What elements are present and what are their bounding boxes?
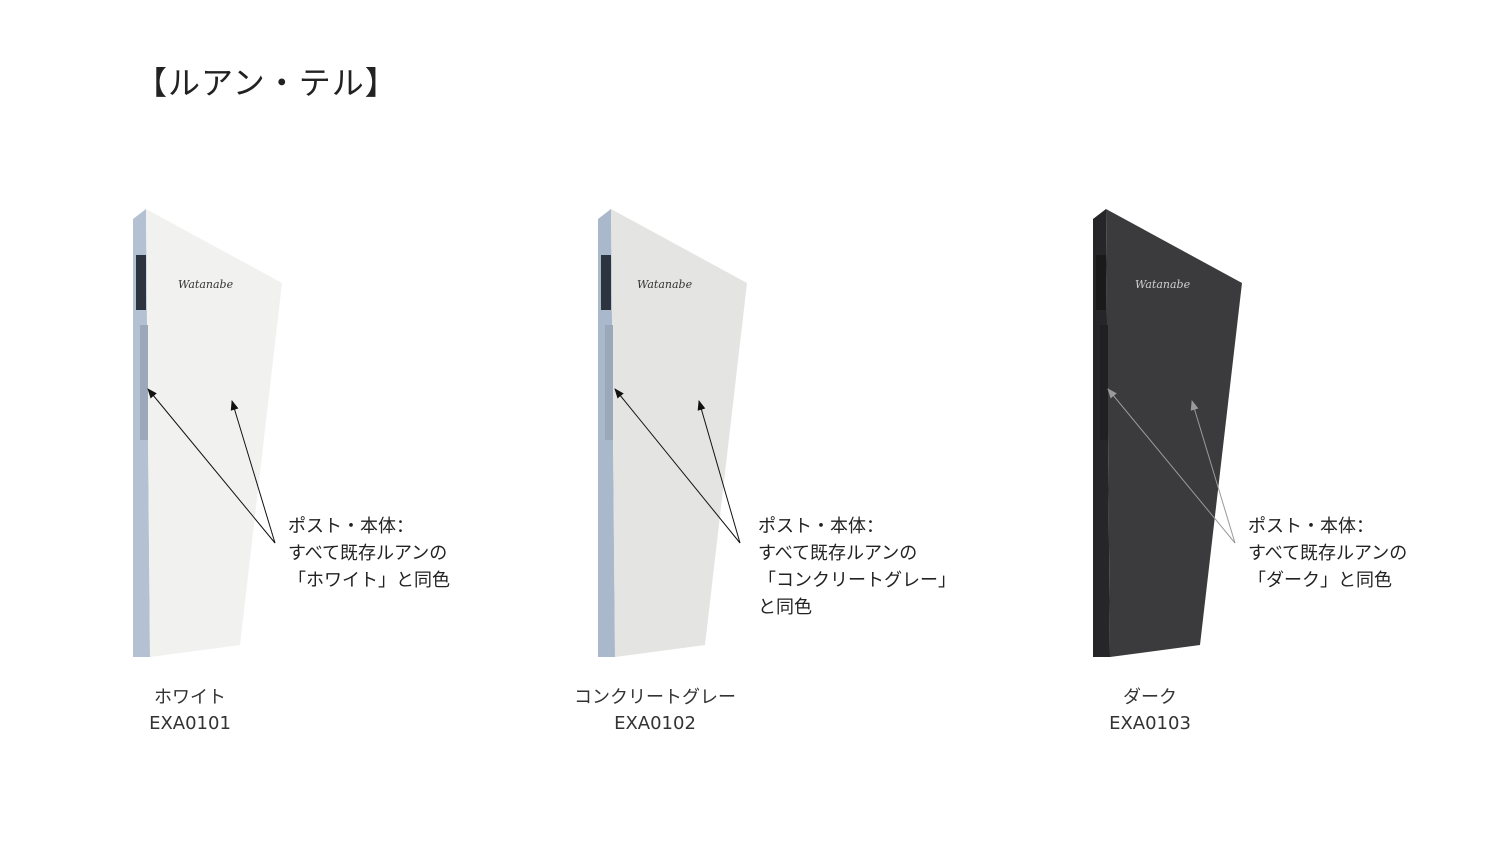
- mail-slot: [140, 325, 148, 440]
- nameplate-logo: Watanabe: [637, 278, 693, 291]
- pointer-arrow: [697, 400, 741, 544]
- color-note: ポスト・本体： すべて既存ルアンの 「ダーク」と同色: [1248, 516, 1408, 591]
- product-name: ダーク: [1123, 687, 1177, 708]
- post-face: [611, 209, 747, 657]
- post-illustration-white: Watanabe: [133, 209, 282, 657]
- intercom-slot: [136, 255, 146, 310]
- product-white: Watanabe ポスト・本体： すべて既存ルアンの 「ホワイト」と同色 ホワイ…: [130, 205, 490, 745]
- product-caption: ダーク EXA0103: [1080, 685, 1220, 737]
- nameplate-logo: Watanabe: [178, 278, 234, 291]
- pointer-arrow: [147, 388, 276, 544]
- intercom-slot: [1096, 255, 1106, 310]
- product-code: EXA0101: [149, 713, 231, 734]
- pointer-arrow: [614, 388, 741, 544]
- pointer-arrow: [230, 400, 276, 544]
- post-illustration-concrete-gray: Watanabe: [598, 209, 747, 657]
- product-dark: Watanabe ポスト・本体： すべて既存ルアンの 「ダーク」と同色 ダーク …: [1090, 205, 1450, 745]
- post-face: [1106, 209, 1242, 657]
- pointer-arrow: [1107, 388, 1236, 544]
- pointer-arrow: [1190, 400, 1236, 544]
- post-face: [146, 209, 282, 657]
- product-concrete-gray: Watanabe ポスト・本体： すべて既存ルアンの 「コンクリートグレー」 と…: [574, 205, 956, 745]
- post-illustration-dark: Watanabe: [1093, 209, 1242, 657]
- product-name: ホワイト: [154, 687, 226, 708]
- nameplate-logo: Watanabe: [1135, 278, 1191, 291]
- product-code: EXA0102: [614, 713, 696, 734]
- product-name: コンクリートグレー: [574, 687, 736, 708]
- page-title: 【ルアン・テル】: [135, 64, 398, 102]
- mail-slot: [1100, 325, 1108, 440]
- color-note: ポスト・本体： すべて既存ルアンの 「ホワイト」と同色: [288, 516, 450, 591]
- product-code: EXA0103: [1109, 713, 1191, 734]
- mail-slot: [605, 325, 613, 440]
- color-note: ポスト・本体： すべて既存ルアンの 「コンクリートグレー」 と同色: [758, 516, 956, 618]
- intercom-slot: [601, 255, 611, 310]
- product-caption: ホワイト EXA0101: [120, 685, 260, 737]
- product-caption: コンクリートグレー EXA0102: [565, 685, 745, 737]
